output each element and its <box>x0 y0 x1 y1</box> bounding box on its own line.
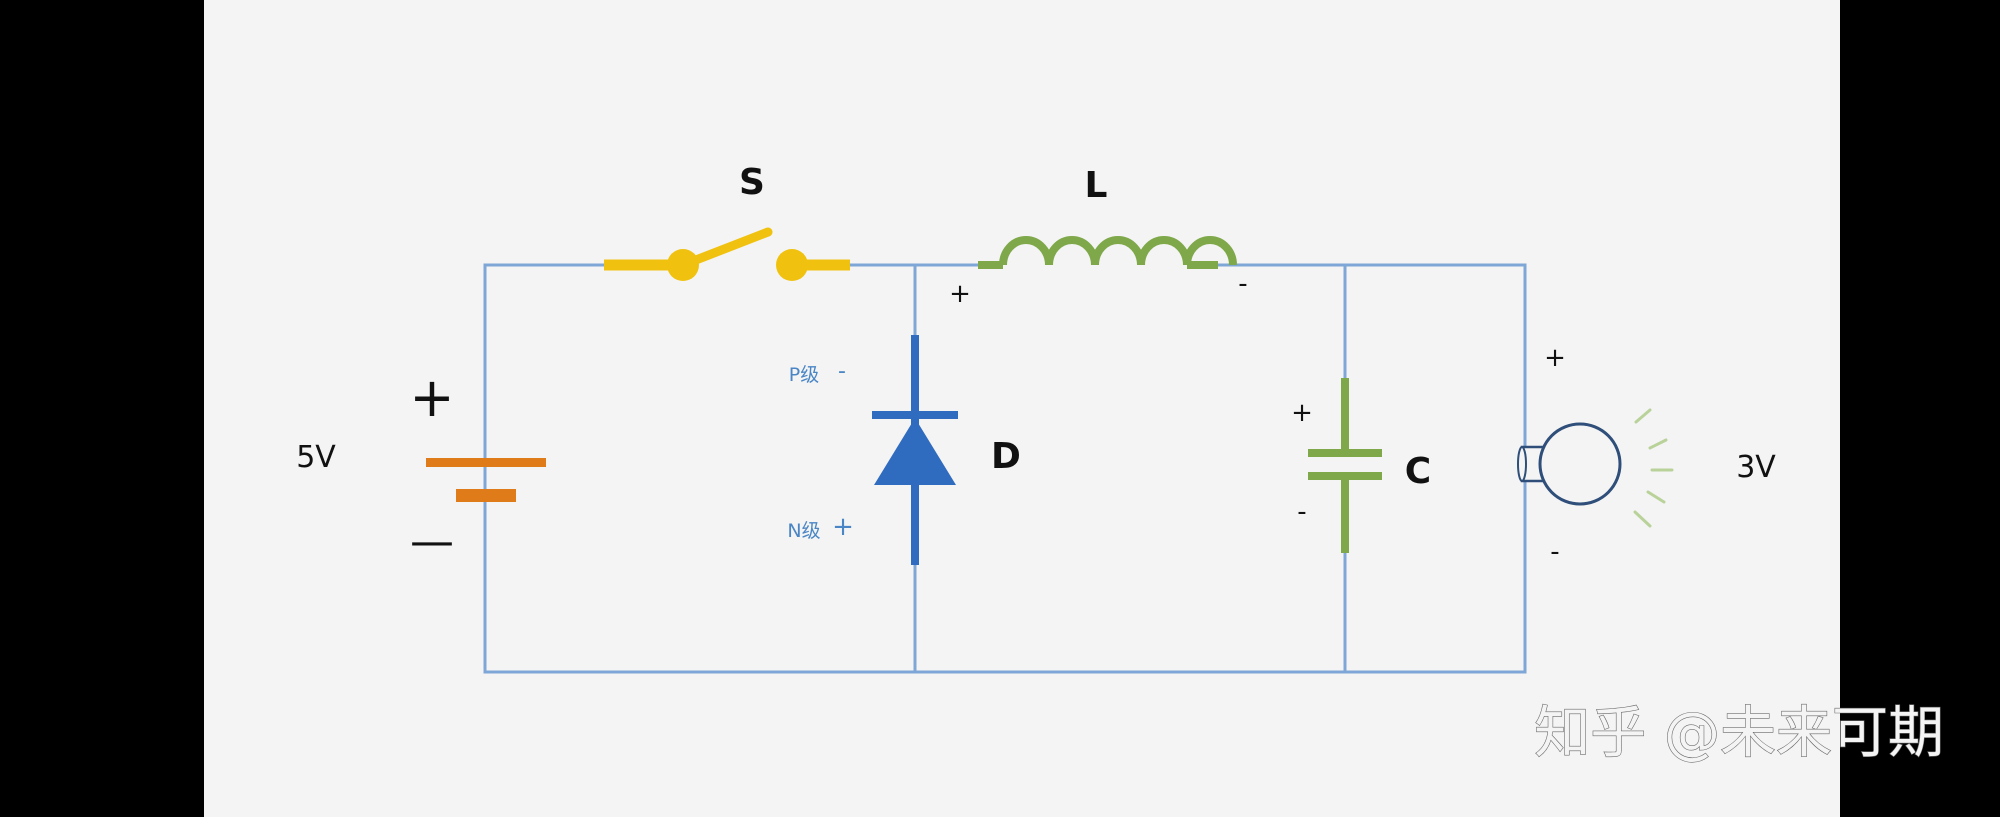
battery-icon <box>426 458 546 502</box>
load-voltage-label: 3V <box>1736 450 1776 485</box>
switch-icon <box>604 227 850 281</box>
load-minus-sign: - <box>1550 537 1559 567</box>
inductor-minus-sign: - <box>1238 269 1247 299</box>
inductor-plus-sign: + <box>949 279 971 309</box>
diode-n-label: N级 <box>787 520 820 542</box>
load-plus-sign: + <box>1544 343 1566 373</box>
inductor-icon <box>978 236 1237 269</box>
watermark-text: 知乎 @未来可期 <box>1534 701 1944 766</box>
wire-left-loop <box>483 263 915 674</box>
source-voltage-label: 5V <box>296 440 336 475</box>
inductor-label: L <box>1085 165 1108 206</box>
diode-icon <box>872 335 958 565</box>
diode-p-label: P级 <box>789 364 819 386</box>
diode-p-sign: - <box>838 359 846 384</box>
capacitor-minus-sign: - <box>1297 497 1306 527</box>
battery-minus-sign: — <box>410 516 454 567</box>
battery-plus-sign: + <box>409 366 454 429</box>
capacitor-plus-sign: + <box>1291 398 1313 428</box>
wires <box>483 263 1527 674</box>
diagram-panel <box>204 0 1840 817</box>
diode-n-sign: + <box>832 512 854 542</box>
switch-label: S <box>739 162 765 203</box>
diode-label: D <box>991 436 1021 477</box>
capacitor-icon <box>1308 378 1382 553</box>
lamp-icon <box>1517 408 1674 528</box>
capacitor-label: C <box>1405 451 1431 492</box>
